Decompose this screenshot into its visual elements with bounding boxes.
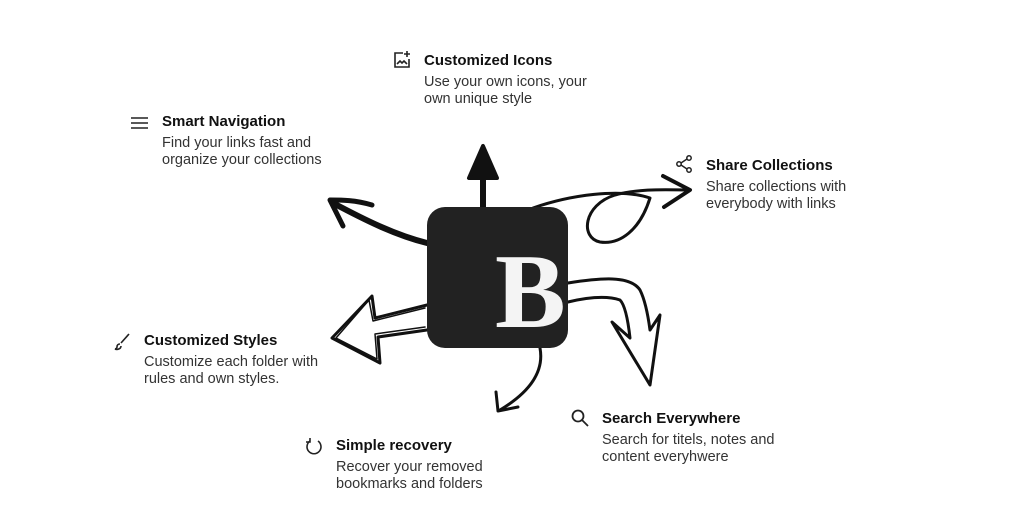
feature-title: Customized Icons [424,52,553,69]
feature-search-everywhere: Search Everywhere Search for titels, not… [571,409,775,466]
feature-title: Search Everywhere [602,410,741,427]
feature-title: Share Collections [706,157,833,174]
feature-customized-icons: Customized Icons Use your own icons, you… [394,51,587,108]
arrow-up [467,144,499,210]
search-icon [571,409,589,427]
feature-customized-styles: Customized Styles Customize each folder … [114,332,319,388]
menu-icon [131,117,148,129]
arrow-share-collections [531,174,692,244]
feature-title: Smart Navigation [162,113,286,130]
brush-icon [114,333,130,351]
feature-title: Simple recovery [336,437,452,454]
app-logo: B [427,207,568,348]
arrow-customized-styles [330,294,429,365]
share-icon [676,155,692,173]
feature-title: Customized Styles [144,332,278,349]
arrow-search-everywhere [566,277,662,387]
logo-letter: B [495,233,566,350]
image-plus-icon [394,51,410,68]
feature-smart-navigation: Smart Navigation Find your links fast an… [131,113,322,169]
restore-icon [306,438,322,455]
feature-share-collections: Share Collections Share collections with… [676,155,847,213]
arrow-smart-navigation [327,197,430,246]
arrow-simple-recovery [494,346,543,413]
